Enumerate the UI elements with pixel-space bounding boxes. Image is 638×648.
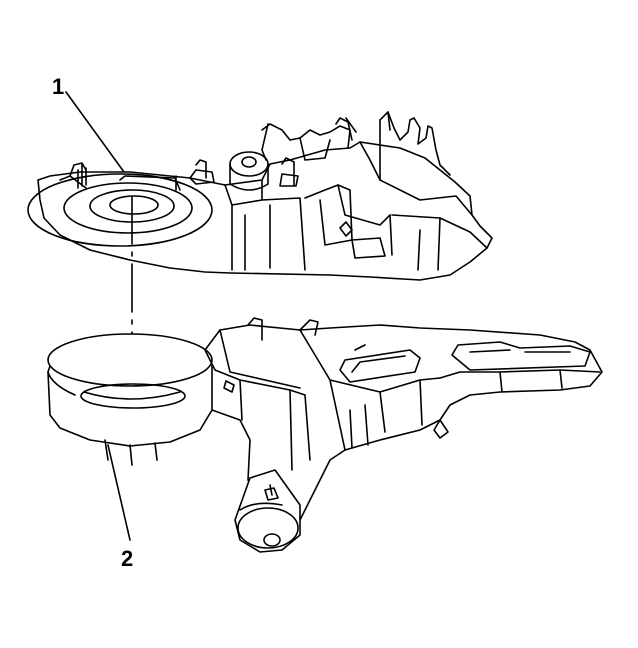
callout-label-2: 2 [121,546,134,571]
upper-blower-housing [27,111,493,281]
callout-label-1: 1 [52,74,65,99]
callout-1-leader [65,91,125,173]
lower-blower-housing [47,317,603,553]
callout-2-leader [107,444,131,541]
